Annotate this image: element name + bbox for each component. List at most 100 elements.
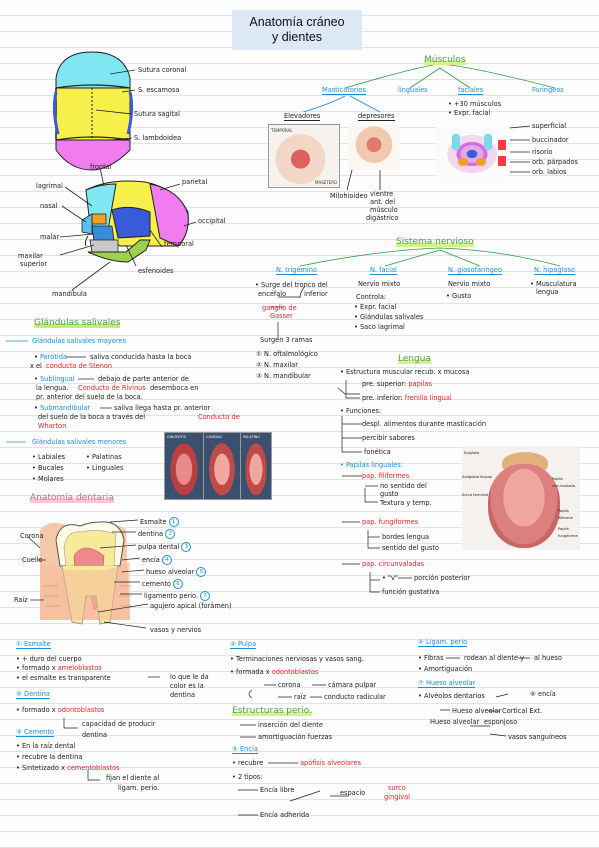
label-nasal: nasal: [40, 202, 58, 210]
label-sutura-sagital: Sutura sagital: [134, 110, 180, 118]
encia-espacio: espacio: [340, 789, 366, 797]
esmalte-3: • el esmalte es transparente: [16, 674, 111, 682]
mouth-photo-2: CAVIDAD: [203, 432, 241, 500]
label-s-lambdoidea: S. lambdoidea: [134, 134, 182, 142]
masticatorios-label: Masticatorios: [322, 86, 366, 95]
funcion-2: percibir sabores: [362, 434, 415, 442]
trigemino-encefalo: encéfalo: [258, 290, 287, 298]
n-trigemino-label: N. trigémino: [276, 266, 317, 275]
menores-5: • Molares: [32, 475, 64, 483]
rama-1: ① N. oftalmológico: [256, 350, 318, 358]
glandulas-menores: Glándulas salivales menores: [32, 438, 127, 446]
glosofaringeo-mixto: Nervio mixto: [448, 280, 491, 288]
mouth-photo-1: GINGIVITIS: [164, 432, 204, 500]
label-parietal: parietal: [182, 178, 208, 186]
encia-apofisis: apófisis alveolares: [300, 759, 362, 767]
parotida-xel: x el: [30, 362, 42, 370]
menores-4: • Linguales: [86, 464, 124, 472]
tooth-agujero: agujero apical (forámen): [150, 602, 232, 610]
hipogloso-1: • Musculatura: [530, 280, 577, 288]
lengua-funciones: • Funciones:: [340, 407, 382, 415]
facial-item-1: • Expr. facial: [354, 303, 397, 311]
vientre-4: digástrico: [366, 214, 399, 222]
ganglio-de: ganglio de: [262, 304, 297, 312]
encia-adherida: Encía adherida: [260, 811, 310, 819]
esmalte-title: ① Esmalte: [16, 640, 51, 649]
label-maxilar: maxilar: [18, 252, 43, 260]
parotida-desc: saliva conducida hasta la boca: [90, 353, 192, 361]
lengua-estructura: • Estructura muscular recub. x mucosa: [340, 368, 470, 376]
pulpa-corona: corona: [278, 681, 301, 689]
hueso-1: • Alvéolos dentarios: [418, 692, 485, 700]
facial-mixto: Nervio mixto: [358, 280, 401, 288]
hueso-3: Hueso alveolar: [430, 718, 480, 726]
encia-libre: Encía libre: [260, 786, 295, 794]
tongue-label-fungiforme: Papila fungiforme: [558, 527, 578, 538]
hueso-esponjoso: esponjoso: [484, 718, 518, 726]
facial-item-2: • Glándulas salivales: [354, 313, 424, 321]
funcion-3: fonética: [364, 448, 391, 456]
tooth-ligamento: ligamento perio.7: [144, 591, 211, 601]
pulpa-title: ④ Pulpa: [230, 640, 257, 649]
sublingual-line: • Sublingual: [34, 375, 75, 383]
page-title: Anatomía cráneo y dientes: [232, 10, 362, 50]
photo-label-masetero: MASETERO: [315, 180, 338, 185]
pulpa-1: • Terminaciones nerviosas y vasos sang.: [230, 655, 364, 663]
rama-2: ② N. maxilar: [256, 361, 298, 369]
fungiformes-2: sentido del gusto: [382, 544, 439, 552]
tongue-label-surco: Surco terminal: [462, 493, 489, 497]
depresores-label: depresores: [358, 112, 395, 121]
faringeos-label: Faríngeos: [532, 86, 564, 94]
title-line-1: Anatomía cráneo: [249, 15, 345, 29]
tooth-label-corona: Corona: [20, 532, 44, 540]
facial-controla: Controla:: [356, 293, 387, 301]
submandibular-wharton: Wharton: [38, 422, 67, 430]
encia-gingival: gingival: [384, 793, 410, 801]
label-malar: malar: [40, 233, 60, 241]
sublingual-desemboca: desemboca en: [150, 384, 199, 392]
n-hipogloso-label: N. hipogloso: [534, 266, 575, 275]
depresores-photo: [348, 124, 400, 170]
pulpa-conducto: conducto radicular: [324, 693, 386, 701]
hueso-2: Hueso alveolar: [452, 707, 502, 715]
tooth-illustration: [40, 521, 132, 625]
label-temporal: temporal: [164, 240, 194, 248]
label-lagrimal: lagrimal: [36, 182, 63, 190]
photo-label-temporal: TEMPORAL: [271, 128, 293, 133]
label-s-escamosa: S. escamosa: [138, 86, 180, 94]
esmalte-4: lo que le da: [170, 673, 209, 681]
vientre-2: ant. del: [370, 198, 396, 206]
trigemino-inferior: inferior: [304, 290, 328, 298]
photo-caption-3: PALATINO: [243, 435, 260, 439]
ligam-3: al hueso: [534, 654, 562, 662]
menores-3: • Bucales: [32, 464, 64, 472]
dentina-1: • formado x odontoblastos: [16, 706, 105, 714]
filiformes-2: gusto: [380, 490, 399, 498]
label-superior: superior: [20, 260, 48, 268]
label-sutura-coronal: Sutura coronal: [138, 66, 187, 74]
perio-1: inserción del diente: [258, 721, 323, 729]
pulpa-2: • formada x odontoblastos: [230, 668, 319, 676]
skull-side-illustration: [81, 180, 189, 263]
n-glosofaringeo-label: N. glosofaríngeo: [448, 266, 503, 275]
dentina-2: capacidad de producir: [82, 720, 156, 728]
tooth-label-raiz: Raíz: [14, 596, 28, 604]
dentina-title: ② Dentina: [16, 690, 50, 699]
n-facial-label: N. facial: [370, 266, 397, 275]
lengua-title: Lengua: [398, 354, 432, 364]
submandibular-suelo: del suelo de la boca a través del: [38, 413, 146, 421]
surgen-3-ramas: Surgen 3 ramas: [260, 336, 313, 344]
linguales-label: linguales: [398, 86, 428, 94]
submandibular-conducto: Conducto de: [198, 413, 240, 421]
esmalte-2: • formado x ameloblastos: [16, 664, 102, 672]
label-occipital: occipital: [198, 217, 226, 225]
sublingual-conducto: Conducto de Rivinus: [78, 384, 146, 392]
photo-caption-1: GINGIVITIS: [167, 435, 186, 439]
cemento-3: • Sintetizado x cementoblastos: [16, 764, 120, 772]
hueso-alveolar-title: ⑦ Hueso alveolar: [418, 679, 476, 688]
glandulas-title: Glándulas salivales: [34, 318, 121, 328]
hueso-encia: ⑥ encía: [530, 690, 556, 698]
